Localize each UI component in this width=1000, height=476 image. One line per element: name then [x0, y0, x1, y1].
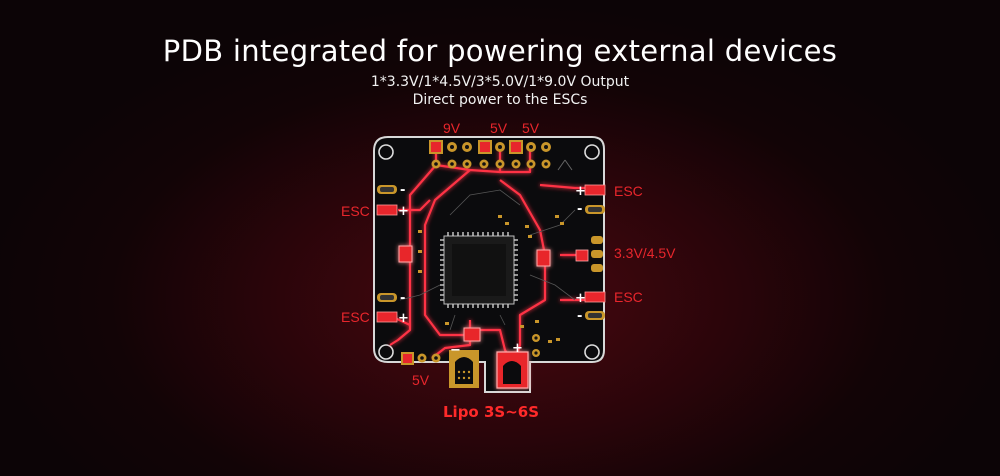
svg-text:+: +	[575, 184, 586, 199]
label-esc-left-top: ESC	[341, 203, 370, 219]
svg-text:+: +	[398, 204, 409, 219]
svg-text:-: -	[400, 291, 405, 306]
voltage-regulators	[398, 245, 551, 342]
label-esc-left-bottom: ESC	[341, 309, 370, 325]
regulator-pads	[575, 236, 603, 272]
label-esc-right-top: ESC	[614, 183, 643, 199]
svg-text:-: -	[577, 202, 582, 217]
esc-pads-left-bottom: - +	[376, 291, 409, 326]
mount-hole-bl	[378, 344, 394, 360]
label-esc-right-bottom: ESC	[614, 289, 643, 305]
plus-mark: +	[512, 341, 523, 356]
label-regulator: 3.3V/4.5V	[614, 245, 676, 261]
passive-components	[418, 215, 564, 343]
esc-pads-right-top: + -	[575, 184, 606, 217]
battery-connector	[449, 350, 529, 389]
output-spec: 1*3.3V/1*4.5V/3*5.0V/1*9.0V Output	[370, 74, 630, 90]
label-9v: 9V	[443, 120, 461, 136]
label-battery: Lipo 3S~6S	[443, 403, 539, 421]
minus-mark: −	[450, 343, 461, 358]
esc-power-note: Direct power to the ESCs	[412, 92, 588, 108]
svg-text:-: -	[400, 183, 405, 198]
esc-pads-left-top: - +	[376, 183, 409, 219]
esc-pads-right-bottom: + -	[575, 291, 606, 324]
mount-hole-tl	[378, 144, 394, 160]
mount-hole-br	[584, 344, 600, 360]
top-header-pins	[429, 140, 551, 169]
mcu-chip	[440, 232, 518, 308]
bottom-5v-header	[401, 352, 441, 365]
svg-text:-: -	[577, 309, 582, 324]
label-5v-b: 5V	[522, 120, 540, 136]
page-title: PDB integrated for powering external dev…	[162, 34, 838, 68]
label-5v-a: 5V	[490, 120, 508, 136]
svg-text:+: +	[575, 291, 586, 306]
signal-traces	[399, 189, 576, 331]
mount-hole-tr	[584, 144, 600, 160]
label-bottom-5v: 5V	[412, 372, 430, 388]
battery-connector-pins	[532, 334, 540, 357]
svg-text:+: +	[398, 311, 409, 326]
orientation-arrow-icon	[557, 159, 573, 171]
